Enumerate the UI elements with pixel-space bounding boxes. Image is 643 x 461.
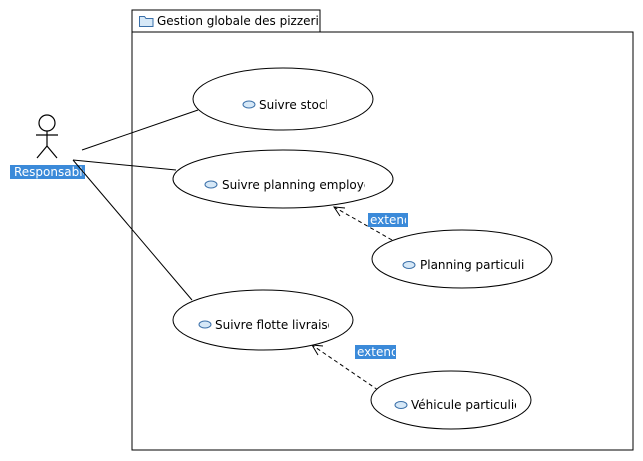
use-case-planning-particulier-ellipse[interactable] <box>371 229 553 289</box>
use-case-planning-particulier[interactable]: Planning particulier <box>371 229 553 289</box>
use-case-planning[interactable]: Suivre planning employés <box>172 149 394 209</box>
use-case-planning-label: Suivre planning employés <box>222 178 378 192</box>
system-frame <box>131 31 634 451</box>
use-case-icon <box>242 100 256 109</box>
association-stock <box>81 109 199 151</box>
use-case-stock[interactable]: Suivre stock <box>192 67 374 131</box>
actor-responsable[interactable]: Responsable <box>10 114 90 179</box>
system-title: Gestion globale des pizzeria <box>157 14 326 28</box>
actor-stick-figure-icon <box>36 114 58 159</box>
use-case-planning-ellipse[interactable] <box>172 149 394 209</box>
use-case-flotte[interactable]: Suivre flotte livraison <box>172 289 354 351</box>
extend-label-1: extend <box>370 213 412 227</box>
use-case-stock-ellipse[interactable] <box>192 67 374 131</box>
use-case-stock-label: Suivre stock <box>259 98 332 112</box>
use-case-icon <box>204 180 218 189</box>
use-case-vehicule-particulier[interactable]: Véhicule particulier <box>370 370 532 430</box>
association-flotte <box>72 159 193 301</box>
use-case-icon <box>394 401 408 409</box>
use-case-vehicule-particulier-ellipse[interactable] <box>370 370 532 430</box>
actor-label-background <box>10 165 85 179</box>
use-case-icon <box>402 261 416 269</box>
package-icon <box>139 16 154 27</box>
system-boundary: Gestion globale des pizzeria <box>131 9 634 451</box>
use-case-planning-particulier-label: Planning particulier <box>420 258 537 272</box>
extend-dependency-1: extend <box>333 206 412 241</box>
use-case-flotte-ellipse[interactable] <box>172 289 354 351</box>
extend-arrowhead-1 <box>333 206 346 217</box>
extend-label-2-background <box>355 345 396 359</box>
use-case-icon <box>198 320 212 329</box>
extend-label-1-background <box>368 213 408 227</box>
use-case-flotte-label: Suivre flotte livraison <box>215 318 343 332</box>
associations <box>72 109 199 301</box>
extend-label-2: extend <box>357 345 399 359</box>
system-title-tab <box>131 9 321 33</box>
use-case-vehicule-particulier-label: Véhicule particulier <box>411 398 527 412</box>
association-planning <box>72 159 177 171</box>
extend-line-2 <box>311 344 379 391</box>
actor-label: Responsable <box>14 165 90 179</box>
